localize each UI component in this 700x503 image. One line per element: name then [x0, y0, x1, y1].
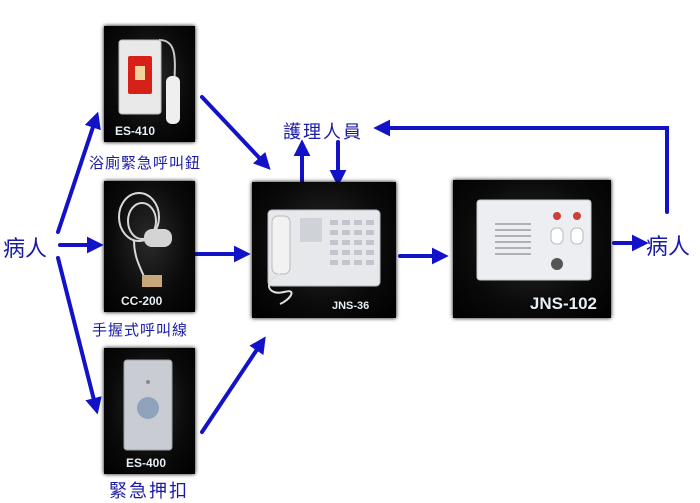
sub-station-speaker-icon	[476, 199, 592, 281]
cc200-photo: CC-200	[104, 181, 195, 312]
es400-model: ES-400	[126, 456, 167, 470]
es400-photo: ES-400	[104, 348, 195, 474]
nurse-label: 護理人員	[283, 122, 363, 143]
cc200-caption: 手握式呼叫線	[92, 321, 189, 339]
patient-label-right: 病人	[646, 235, 691, 260]
jns36-photo: JNS-36	[252, 182, 396, 318]
es410-photo: ES-410	[104, 26, 195, 142]
arrow-patient-to-es410	[56, 111, 101, 234]
arrow-es410-to-jns36	[200, 95, 271, 170]
cc200-model: CC-200	[121, 294, 163, 308]
arrow-es400-to-jns36	[200, 336, 266, 434]
jns36-model: JNS-36	[332, 300, 370, 312]
jns102-model: JNS-102	[529, 294, 597, 313]
master-intercom-icon	[267, 209, 381, 305]
es410-model: ES-410	[115, 124, 156, 138]
arrow-feedback-to-nurse	[373, 119, 669, 214]
bathroom-call-button-icon	[118, 39, 180, 124]
arrow-patient-to-es400	[56, 256, 102, 415]
patient-label-left: 病人	[3, 237, 48, 262]
emergency-push-button-icon	[123, 359, 173, 451]
handheld-call-cord-icon	[118, 192, 172, 288]
es400-caption: 緊急押扣	[109, 481, 189, 502]
jns102-photo: JNS-102	[453, 180, 611, 318]
es410-caption: 浴廁緊急呼叫鈕	[89, 154, 202, 172]
